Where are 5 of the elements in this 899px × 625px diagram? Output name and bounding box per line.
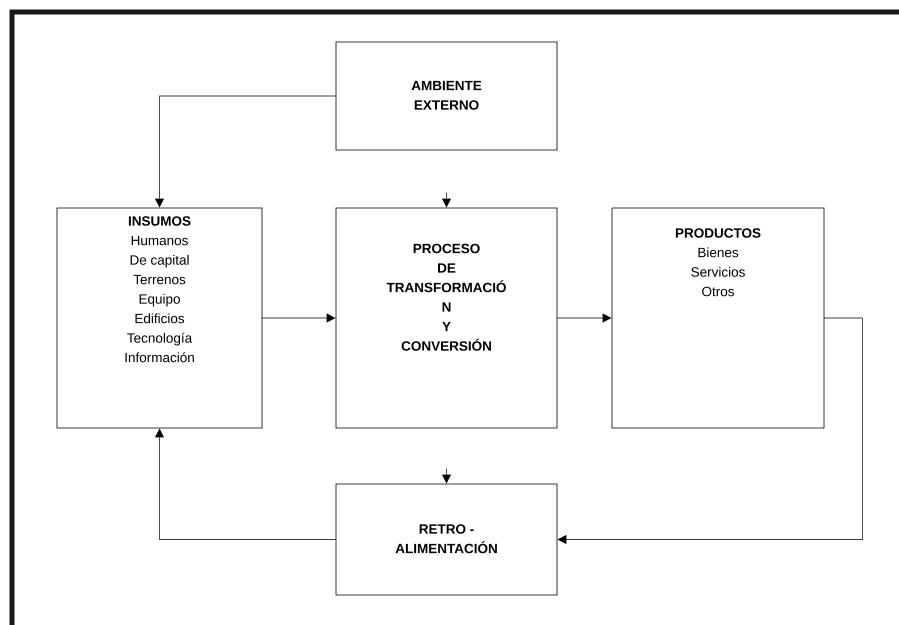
process-box: PRODUCTOS Bienes Servicios Otros (612, 208, 824, 428)
process-box: INSUMOS Humanos De capital Terrenos Equipo Edificios Tecnología Información (56, 208, 262, 428)
process-box: AMBIENTE EXTERNO (336, 42, 558, 150)
process-box: RETRO - ALIMENTACIÓN (336, 484, 558, 596)
process-box: PROCESO DE TRANSFORMACIÓ N Y CONVERSIÓN (336, 208, 558, 428)
